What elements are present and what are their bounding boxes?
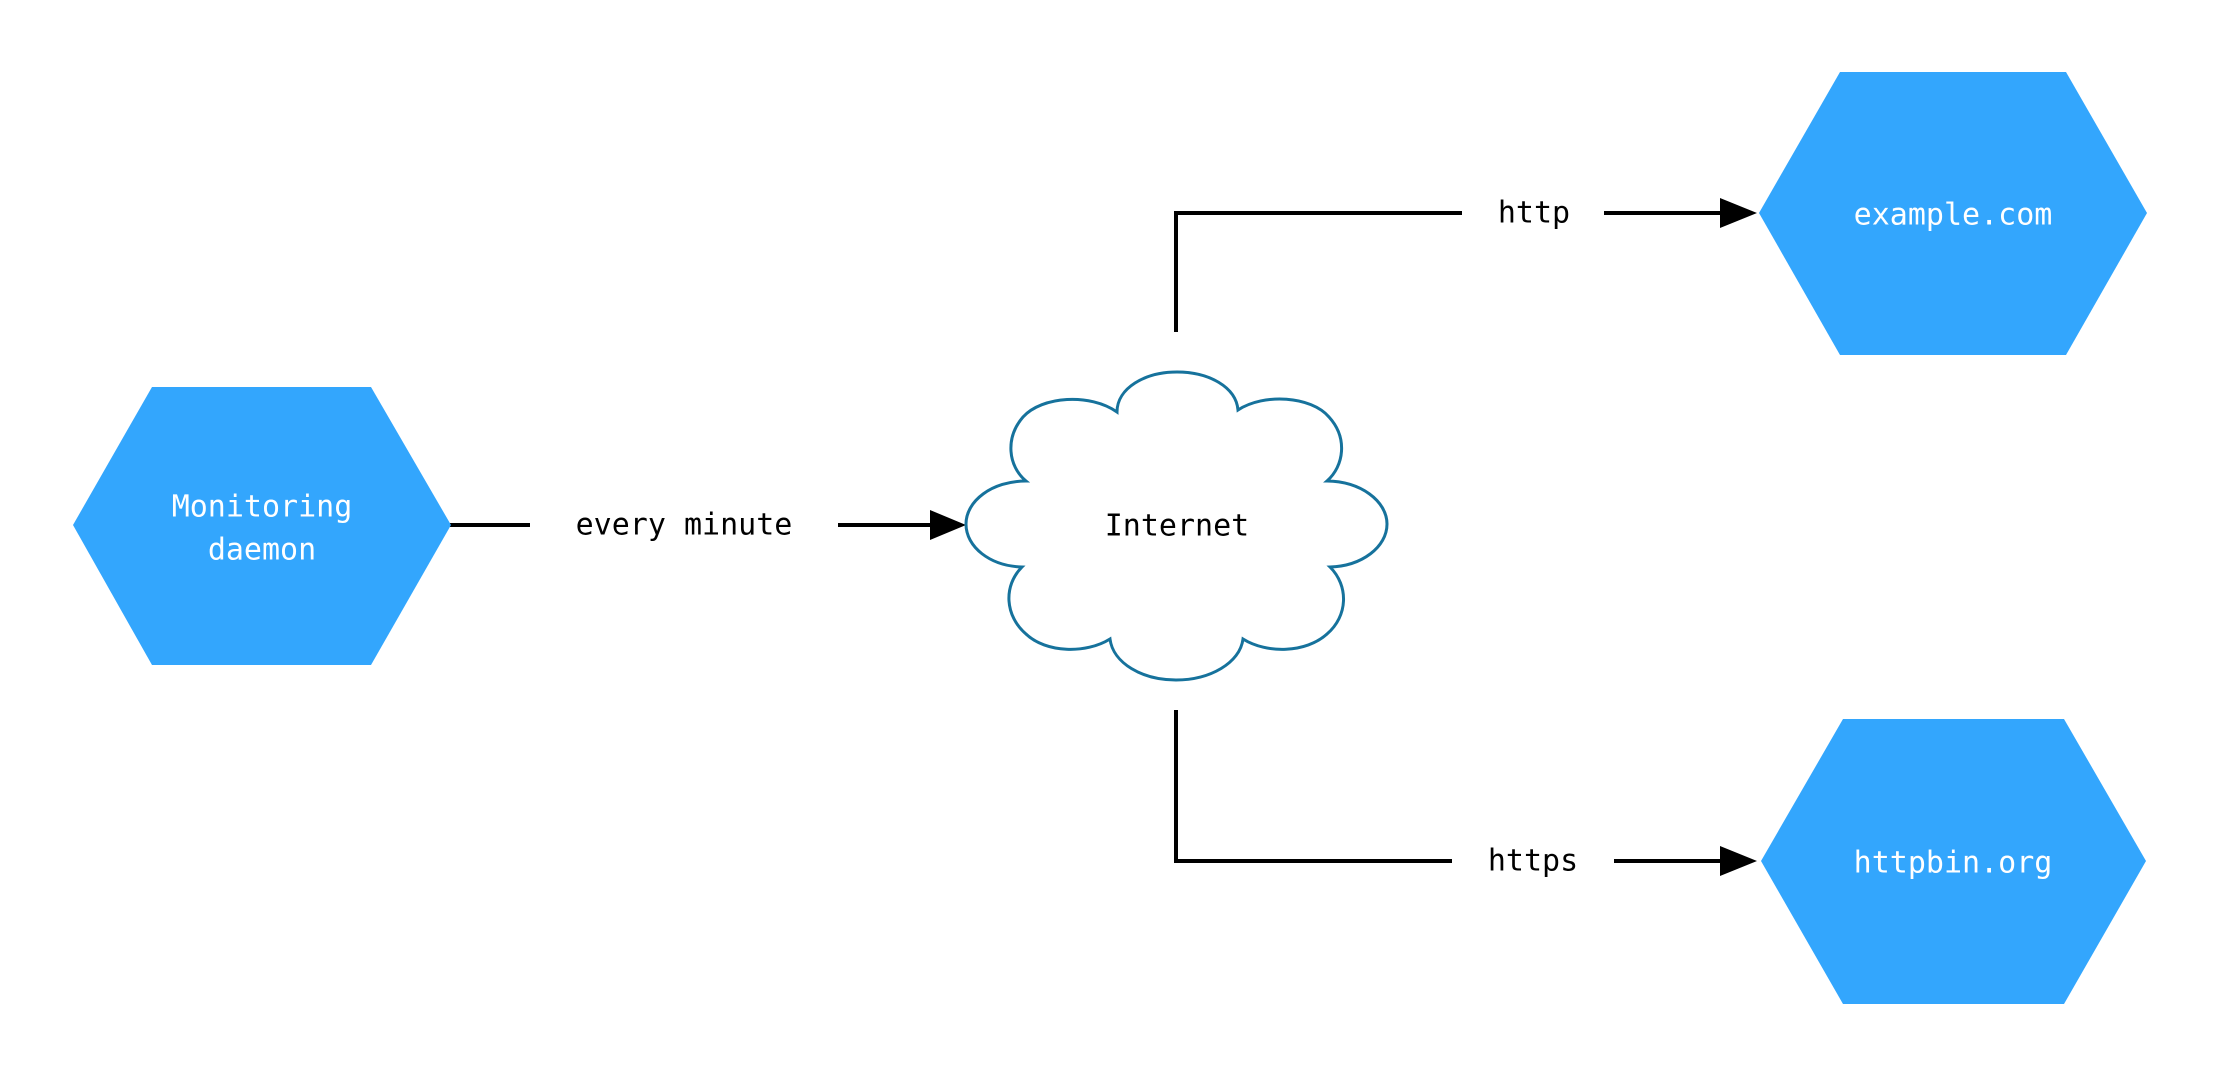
- node-label-line1: Monitoring: [172, 490, 353, 525]
- node-example-com[interactable]: example.com: [1759, 72, 2147, 355]
- edge-path-https-left: [1174, 710, 1452, 863]
- arrow-head-icon: [1720, 198, 1757, 228]
- edge-internet-to-httpbin: https: [1174, 710, 1757, 879]
- edge-label-http: http: [1498, 196, 1570, 231]
- node-label-example-com: example.com: [1854, 198, 2053, 233]
- node-label-line2: daemon: [208, 533, 316, 568]
- node-internet[interactable]: Internet: [964, 370, 1389, 682]
- cloud-shape[interactable]: [964, 370, 1389, 682]
- arrow-head-icon: [930, 510, 966, 540]
- hexagon-shape[interactable]: [73, 387, 451, 665]
- node-label-internet: Internet: [1105, 509, 1250, 544]
- edge-internet-to-example: http: [1174, 196, 1757, 332]
- hexagon-shape[interactable]: [1759, 72, 2147, 355]
- edge-daemon-to-internet: every minute: [450, 508, 966, 543]
- edge-label-https: https: [1488, 844, 1578, 879]
- hexagon-shape[interactable]: [1761, 719, 2146, 1004]
- edge-label-every-minute: every minute: [576, 508, 793, 543]
- node-monitoring-daemon[interactable]: Monitoring daemon: [73, 387, 451, 665]
- edge-path-http-left: [1174, 211, 1462, 332]
- node-httpbin-org[interactable]: httpbin.org: [1761, 719, 2146, 1004]
- node-label-httpbin-org: httpbin.org: [1854, 846, 2053, 881]
- arrow-head-icon: [1720, 846, 1757, 876]
